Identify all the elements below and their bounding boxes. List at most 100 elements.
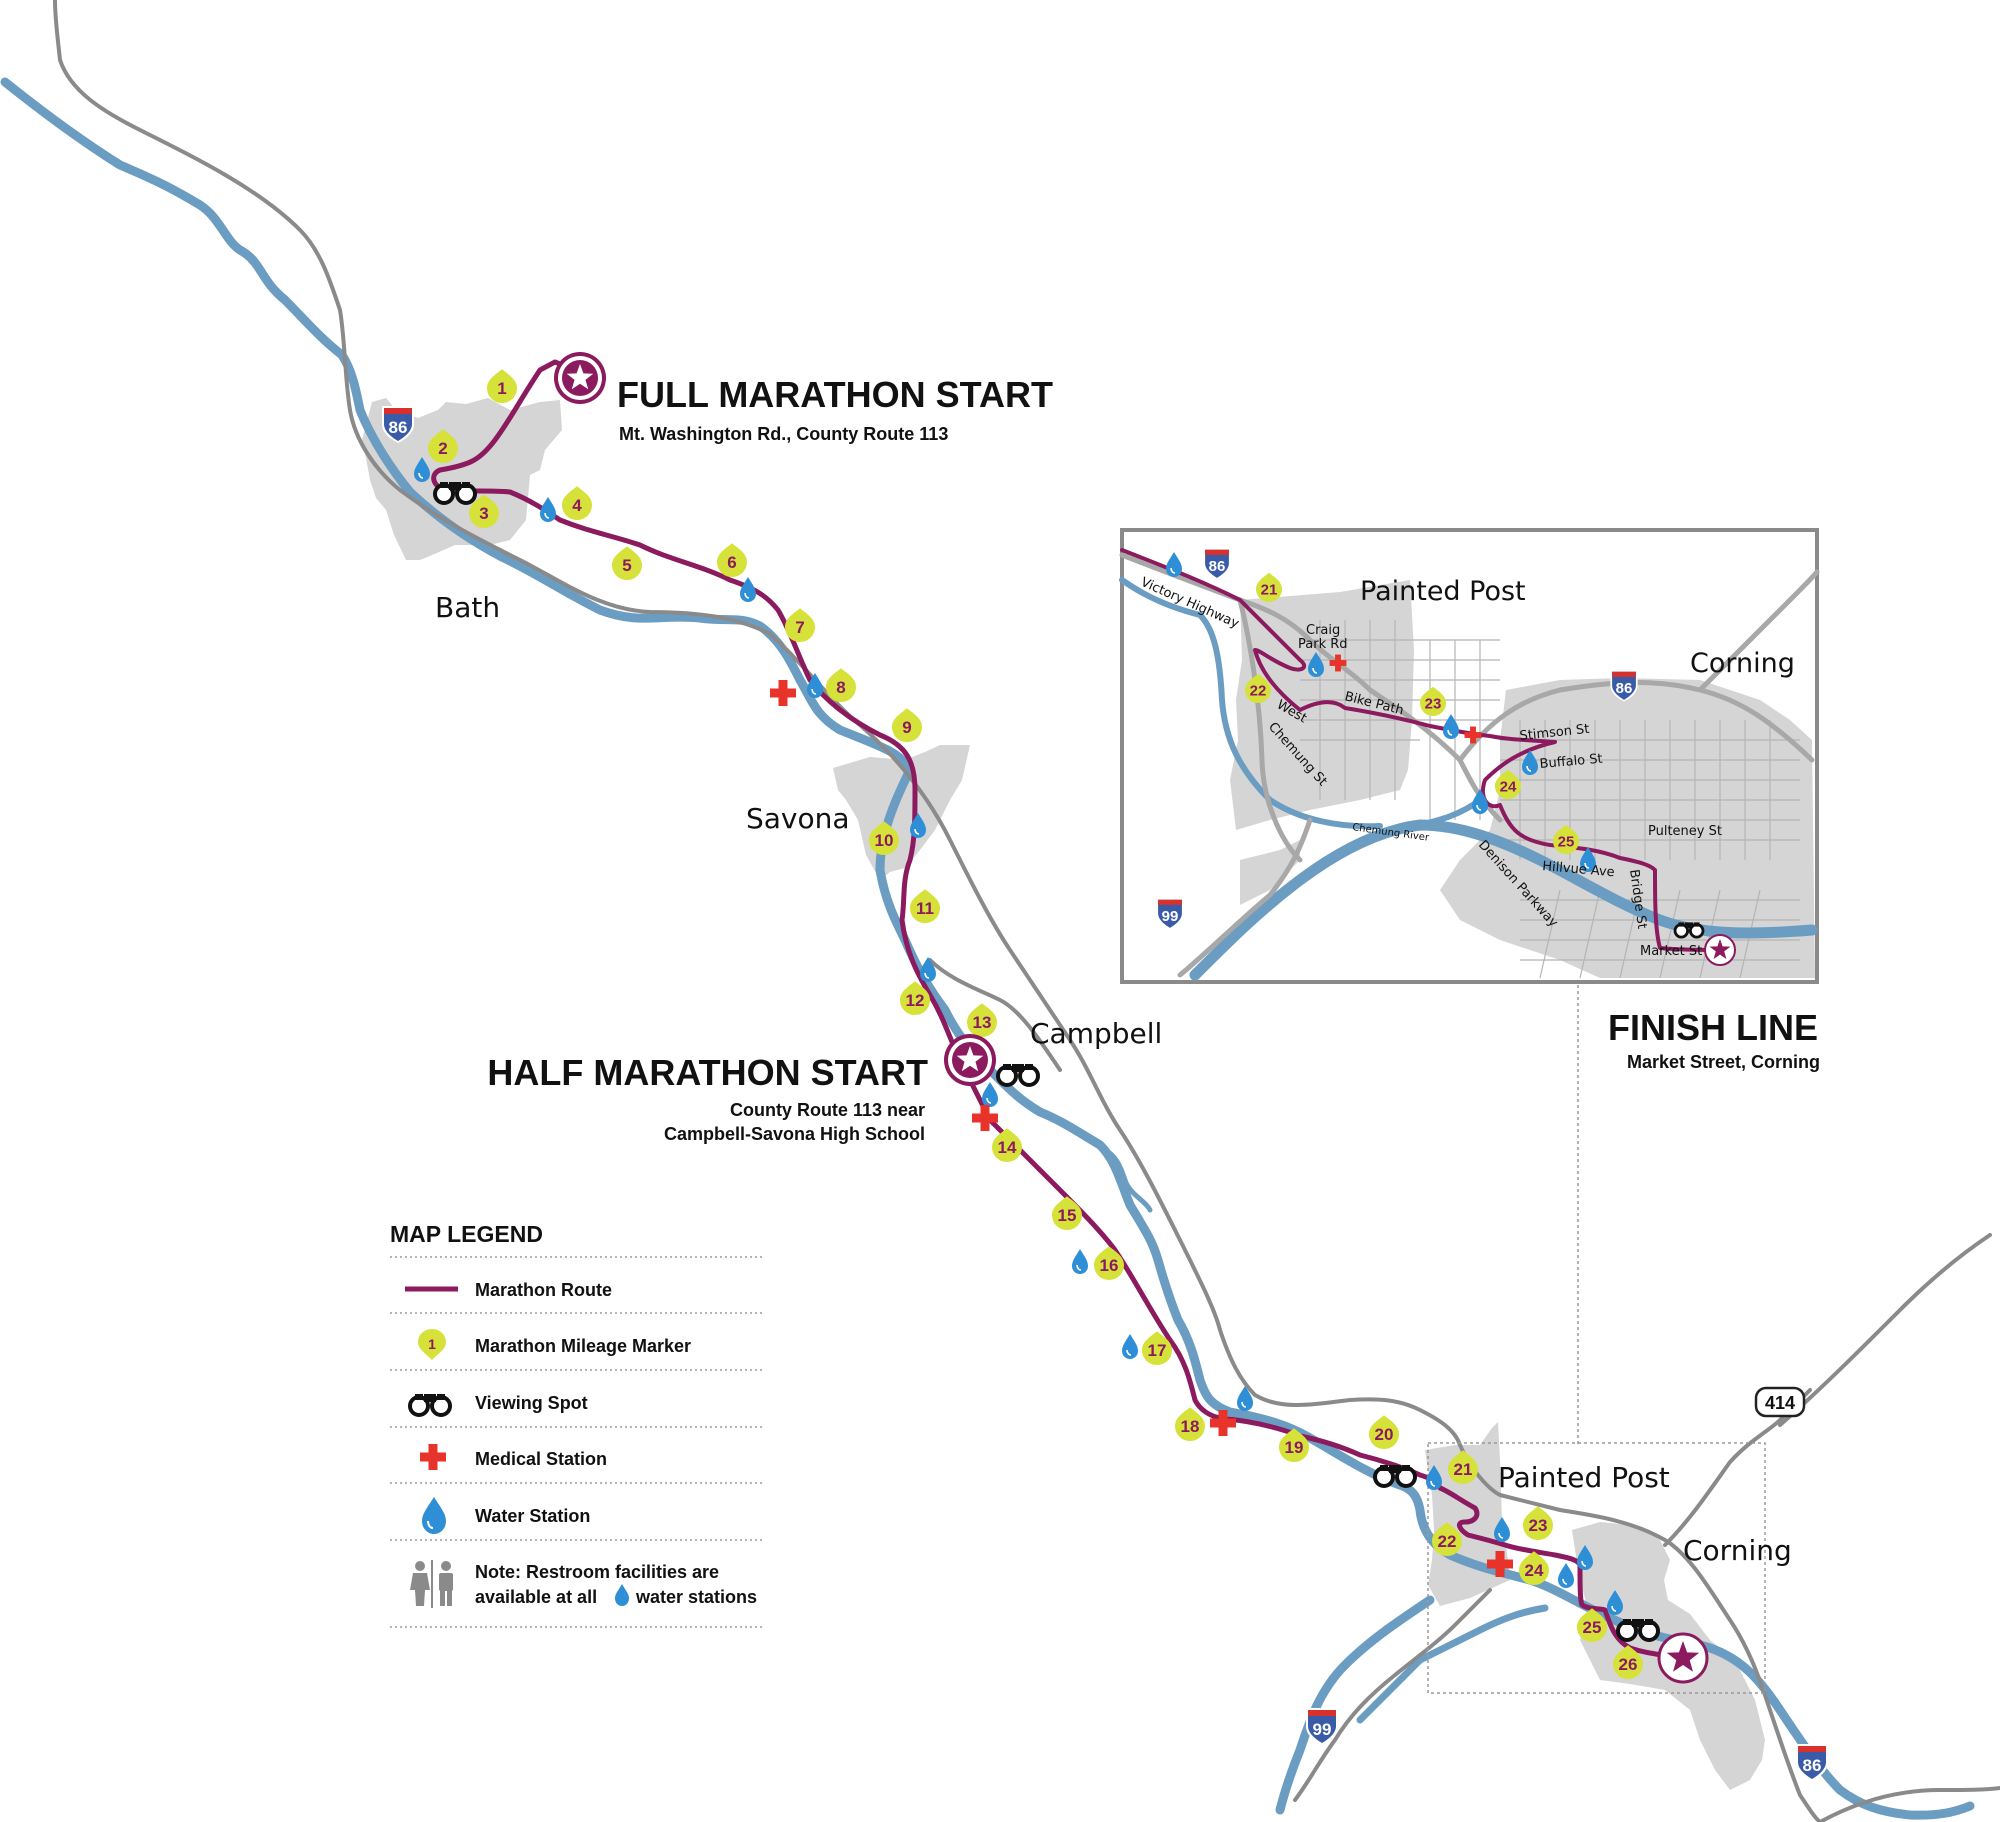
mile-marker-label: 23	[1529, 1516, 1548, 1535]
interstate-86-shield-east: 86	[1796, 1744, 1828, 1781]
mile-marker: 16	[1094, 1246, 1124, 1280]
water-station-icon	[1071, 1248, 1089, 1275]
legend-medical-station-label: Medical Station	[475, 1449, 607, 1469]
water-station-icon	[1557, 1562, 1575, 1589]
street-label-park-rd: Park Rd	[1298, 637, 1348, 652]
interstate-86-road	[53, 0, 1822, 1822]
campbell-road	[928, 958, 1062, 1072]
legend-medical-station-icon	[420, 1444, 446, 1470]
finish-star-icon	[1657, 1632, 1709, 1684]
mile-marker: 15	[1052, 1196, 1082, 1230]
half-marathon-start-star-icon	[944, 1034, 996, 1086]
water-station-icon	[539, 496, 557, 523]
mile-marker: 8	[826, 668, 856, 702]
town-label-campbell: Campbell	[1030, 1017, 1162, 1050]
street-label-craig: Craig	[1306, 623, 1340, 638]
mile-marker: 20	[1369, 1415, 1399, 1449]
finish-line-location: Market Street, Corning	[1627, 1052, 1820, 1072]
inset-route	[1120, 548, 1722, 952]
inset-mile-markers: 21 22 23 24 25	[1245, 572, 1579, 854]
mile-marker-label: 22	[1438, 1532, 1457, 1551]
mile-marker-label: 8	[836, 678, 845, 697]
svg-text:1: 1	[428, 1336, 436, 1352]
mile-marker: 24	[1519, 1551, 1549, 1585]
mile-marker: 9	[892, 708, 922, 742]
mile-marker-label: 3	[479, 504, 488, 523]
mile-marker-label: 21	[1261, 581, 1278, 598]
mile-marker-label: 5	[622, 556, 631, 575]
mile-marker: 3	[469, 494, 499, 528]
mile-marker: 10	[869, 821, 899, 855]
mile-marker-label: 2	[438, 439, 447, 458]
legend-mileage-marker-swatch: 1	[418, 1329, 446, 1360]
mile-marker: 22	[1432, 1522, 1462, 1556]
mile-marker: 7	[785, 608, 815, 642]
mile-marker: 17	[1142, 1331, 1172, 1365]
legend-water-station-label: Water Station	[475, 1506, 590, 1526]
legend-note-line2a: available at all	[475, 1587, 597, 1607]
mile-marker-label: 13	[973, 1013, 992, 1032]
mile-marker: 13	[967, 1003, 997, 1037]
legend-viewing-spot-label: Viewing Spot	[475, 1393, 588, 1413]
street-label-hillvue-ave: Hillvue Ave	[1542, 859, 1616, 880]
town-label-savona: Savona	[746, 802, 850, 835]
mile-marker-label: 21	[1454, 1460, 1473, 1479]
interstate-86-shield-bath: 86	[382, 406, 414, 443]
mile-marker: 25	[1553, 824, 1579, 854]
svg-text:414: 414	[1765, 1393, 1795, 1413]
legend-note-water-icon	[615, 1584, 629, 1606]
mile-marker-label: 12	[906, 991, 925, 1010]
mile-marker-label: 4	[572, 496, 582, 515]
mile-marker-label: 24	[1500, 778, 1517, 795]
mile-marker: 4	[562, 486, 592, 520]
route-99-road	[1293, 1588, 1492, 1802]
street-label-market-st: Market St	[1640, 944, 1702, 959]
mile-marker: 18	[1175, 1407, 1205, 1441]
route-414-shield: 414	[1754, 1386, 1806, 1418]
inset-roads	[1119, 552, 1820, 978]
svg-text:99: 99	[1162, 908, 1179, 925]
interstate-99-shield: 99	[1306, 1708, 1338, 1745]
legend-route-label: Marathon Route	[475, 1280, 612, 1300]
mile-marker: 11	[910, 889, 940, 923]
inset-town-areas	[1230, 580, 1815, 978]
mile-marker: 21	[1448, 1450, 1478, 1484]
water-station-icon	[1121, 1333, 1139, 1360]
inset-callout-box	[1427, 1442, 1766, 1694]
mile-marker-label: 14	[998, 1138, 1017, 1157]
legend-viewing-spot-icon	[408, 1392, 452, 1417]
viewing-spot-icon	[996, 1062, 1040, 1087]
marathon-route	[431, 359, 1693, 1663]
mile-marker-label: 24	[1525, 1561, 1544, 1580]
svg-text:99: 99	[1313, 1720, 1332, 1739]
half-marathon-start-location-line2: Campbell-Savona High School	[664, 1124, 925, 1144]
mile-marker-label: 16	[1100, 1256, 1119, 1275]
legend-title: MAP LEGEND	[390, 1221, 543, 1247]
mile-marker-label: 1	[497, 379, 506, 398]
svg-text:86: 86	[1209, 558, 1226, 575]
mile-marker-label: 25	[1583, 1618, 1602, 1637]
half-marathon-start-location-line1: County Route 113 near	[730, 1100, 925, 1120]
mile-marker-label: 17	[1148, 1341, 1167, 1360]
medical-station-icon	[770, 680, 796, 706]
street-label-buffalo-st: Buffalo St	[1539, 752, 1603, 772]
full-marathon-start-title: FULL MARATHON START	[617, 374, 1053, 415]
inset-map	[1119, 528, 1820, 1694]
mile-marker: 5	[612, 546, 642, 580]
mile-marker-label: 19	[1285, 1438, 1304, 1457]
mile-marker: 25	[1577, 1608, 1607, 1642]
finish-line-title: FINISH LINE	[1608, 1007, 1818, 1048]
legend-water-station-icon	[422, 1497, 446, 1534]
mile-marker-label: 23	[1425, 695, 1442, 712]
full-marathon-start-location: Mt. Washington Rd., County Route 113	[619, 424, 948, 444]
legend-note-line2b: water stations	[635, 1587, 757, 1607]
mile-marker: 14	[992, 1128, 1022, 1162]
route-full	[431, 359, 1693, 1663]
inset-town-label-painted-post: Painted Post	[1360, 576, 1526, 607]
mile-marker: 26	[1613, 1645, 1643, 1679]
legend-note-line1: Note: Restroom facilities are	[475, 1562, 719, 1582]
mile-marker: 22	[1245, 673, 1271, 703]
full-marathon-start-star-icon	[554, 352, 606, 404]
inset-interstate-99-shield: 99	[1156, 898, 1184, 930]
